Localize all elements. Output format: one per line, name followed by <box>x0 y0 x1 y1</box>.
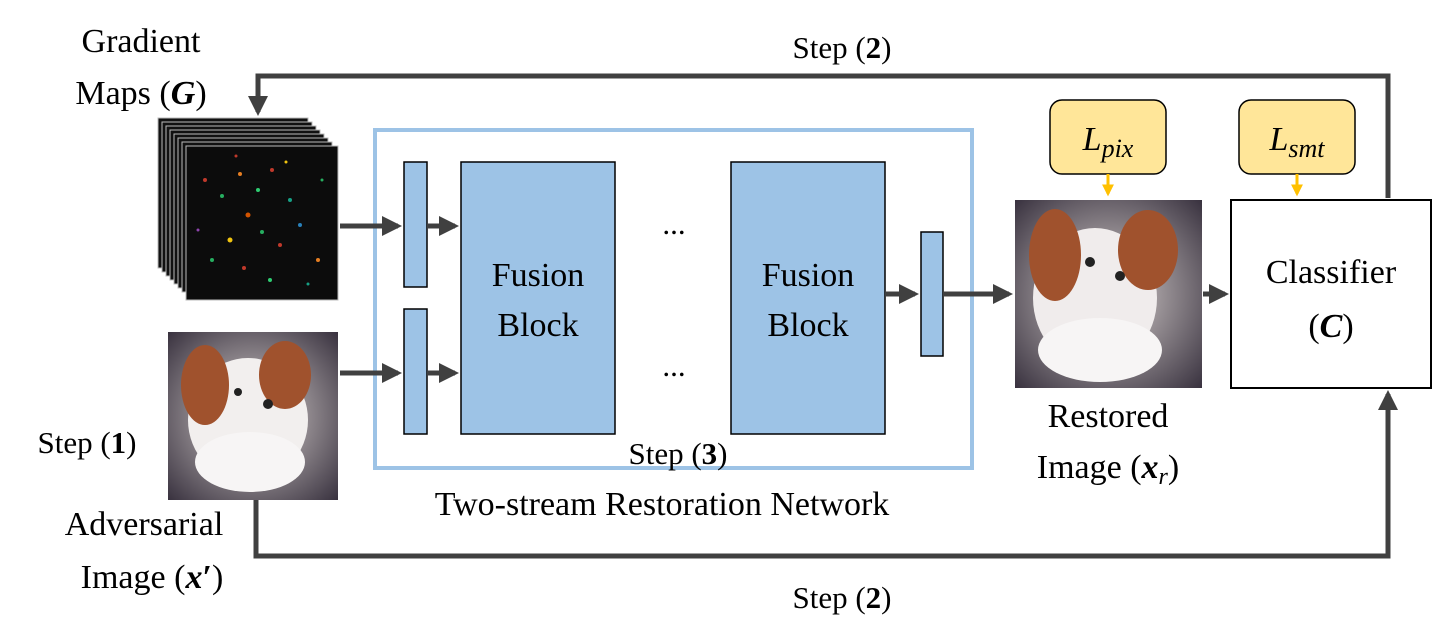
network-caption: Two-stream Restoration Network <box>435 486 890 523</box>
classifier-label: Classifier <box>1266 254 1397 291</box>
adversarial-label-line2: Image (x′) <box>81 559 224 596</box>
fusion-block-2-label-line1: Fusion <box>762 257 855 294</box>
fusion-block-2 <box>730 161 886 435</box>
step2-top-label: Step (2) <box>792 30 891 65</box>
fusion-block-1-label-line1: Fusion <box>492 257 585 294</box>
classifier-box <box>1230 199 1432 389</box>
ellipsis-bottom: ... <box>662 348 685 383</box>
image-input-layer <box>403 308 428 435</box>
restoration-network-box <box>373 128 974 470</box>
restored-label-line2: Image (xr) <box>1037 449 1179 490</box>
gradient-maps-stack <box>157 117 339 301</box>
gradient-maps-label-line1: Gradient <box>82 23 202 60</box>
gradient-map-front <box>185 145 339 301</box>
output-layer <box>920 231 944 357</box>
gradient-input-layer <box>403 161 428 288</box>
adversarial-to-classifier-arrow <box>253 390 1398 559</box>
fusion-block-2-label-line2: Block <box>767 307 848 344</box>
restored-image <box>1015 200 1202 388</box>
gradient-maps-label-line2: Maps (G) <box>75 75 206 112</box>
restored-label-line1: Restored <box>1048 398 1169 435</box>
fusion-block-1 <box>460 161 616 435</box>
adversarial-image <box>168 332 338 500</box>
step1-label: Step (1) <box>37 425 136 460</box>
adversarial-label-line1: Adversarial <box>65 506 224 543</box>
fusion-block-1-label-line2: Block <box>497 307 578 344</box>
step3-label: Step (3) <box>628 436 727 471</box>
gradient-noise-dots <box>196 154 324 286</box>
ellipsis-top: ... <box>662 206 685 241</box>
classifier-symbol: )(C) <box>1308 308 1353 345</box>
step2-bottom-label: Step (2) <box>792 580 891 615</box>
loss-pix-label: Lpix <box>1082 121 1134 163</box>
classifier-to-gradient-feedback-arrow <box>248 73 1391 198</box>
loss-smt-label: Lsmt <box>1268 121 1325 163</box>
